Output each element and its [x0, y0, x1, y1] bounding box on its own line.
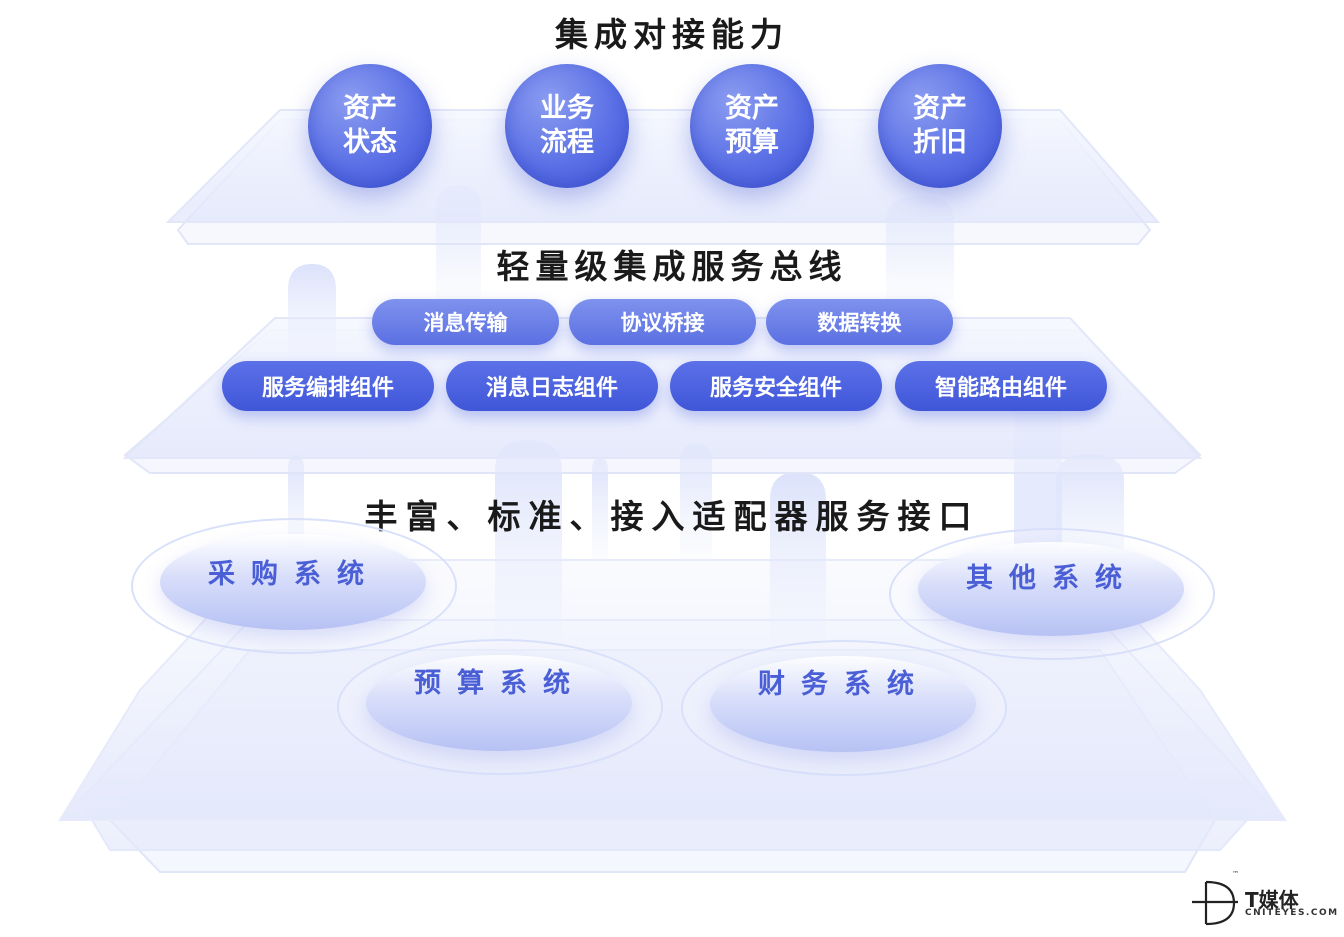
system-node: 采购系统 — [131, 518, 457, 654]
logo-trademark: ™ — [1232, 870, 1239, 878]
circle-label-line2: 折旧 — [913, 126, 967, 160]
bus-feature-pill: 数据转换 — [766, 299, 953, 345]
system-node: 其他系统 — [889, 528, 1215, 660]
logo-site: CNITEYES.COM — [1245, 908, 1339, 918]
bus-component-pill: 智能路由组件 — [895, 361, 1107, 411]
capability-circle: 资产 折旧 — [878, 64, 1002, 188]
circle-label-line1: 资产 — [725, 92, 779, 126]
bus-component-pill: 服务安全组件 — [670, 361, 882, 411]
circle-label-line2: 状态 — [343, 126, 397, 160]
circle-label-line2: 预算 — [725, 126, 779, 160]
system-node: 预算系统 — [337, 639, 663, 775]
capability-circle: 资产 状态 — [308, 64, 432, 188]
bus-component-pill: 服务编排组件 — [222, 361, 434, 411]
circle-label-line1: 资产 — [343, 92, 397, 126]
top-layer-title: 集成对接能力 — [0, 8, 1344, 56]
circle-label-line2: 流程 — [540, 126, 594, 160]
circle-label-line1: 业务 — [540, 92, 594, 126]
capability-circle: 业务 流程 — [505, 64, 629, 188]
capability-circle: 资产 预算 — [690, 64, 814, 188]
system-label: 其他系统 — [891, 556, 1213, 595]
system-label: 采购系统 — [133, 552, 455, 591]
middle-layer-title: 轻量级集成服务总线 — [0, 240, 1344, 288]
bus-component-pill: 消息日志组件 — [446, 361, 658, 411]
logo-icon — [1192, 876, 1238, 928]
system-node: 财务系统 — [681, 640, 1007, 776]
circle-label-line1: 资产 — [913, 92, 967, 126]
bus-feature-pill: 协议桥接 — [569, 299, 756, 345]
bus-feature-pill: 消息传输 — [372, 299, 559, 345]
system-label: 预算系统 — [339, 661, 661, 700]
system-label: 财务系统 — [683, 662, 1005, 701]
